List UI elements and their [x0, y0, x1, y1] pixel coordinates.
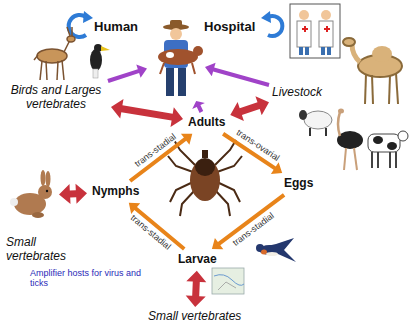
sheep [299, 110, 332, 136]
ostrich [337, 109, 363, 171]
map [212, 268, 244, 294]
human-node: Human [150, 20, 202, 98]
host-arrow [186, 271, 207, 307]
hospital-node: Hospital [204, 20, 255, 35]
life-stage: Adults [186, 115, 227, 131]
hospital-staff [290, 4, 340, 58]
host-label: Livestock [272, 86, 322, 100]
node-text: Eggs [282, 176, 315, 192]
cycle-arrowhead [261, 11, 271, 23]
gazelle [34, 27, 75, 80]
host-label: Small vertebrates [148, 310, 241, 324]
swallow [256, 238, 296, 262]
note-text: Amplifier hosts for virus and ticks [30, 268, 142, 289]
node-text: Nymphs [90, 184, 141, 200]
infection-arrow [107, 65, 147, 83]
node-text: Hospital [204, 20, 255, 35]
host-label: Small vertebrates [6, 168, 56, 224]
node-text: Human [94, 20, 138, 35]
node-text: Adults [186, 115, 227, 131]
transmission-arrow [212, 193, 285, 249]
node-text: Larvae [176, 252, 219, 268]
life-stage: Eggs [282, 176, 315, 192]
node-text: Birds and Larges vertebrates [4, 84, 108, 112]
human-figure [158, 20, 203, 96]
host-label: Birds and Larges vertebrates [4, 84, 108, 112]
cycle-arrowhead [83, 11, 93, 23]
camel [343, 38, 402, 104]
infection-arrow [192, 101, 205, 113]
tick [168, 140, 242, 216]
node-text: Small vertebrates [6, 236, 72, 264]
node-text: Livestock [272, 86, 322, 100]
host-arrow [230, 96, 269, 121]
life-stage: Nymphs [90, 184, 141, 200]
node-text: Small vertebrates [148, 310, 241, 324]
life-stage: Larvae [176, 252, 219, 268]
cow [368, 131, 408, 168]
tick-body [190, 150, 220, 201]
host-arrow [59, 184, 87, 204]
infection-arrow [205, 63, 270, 87]
rabbit [10, 170, 52, 218]
host-arrow [111, 99, 183, 127]
hornbill [90, 44, 110, 78]
